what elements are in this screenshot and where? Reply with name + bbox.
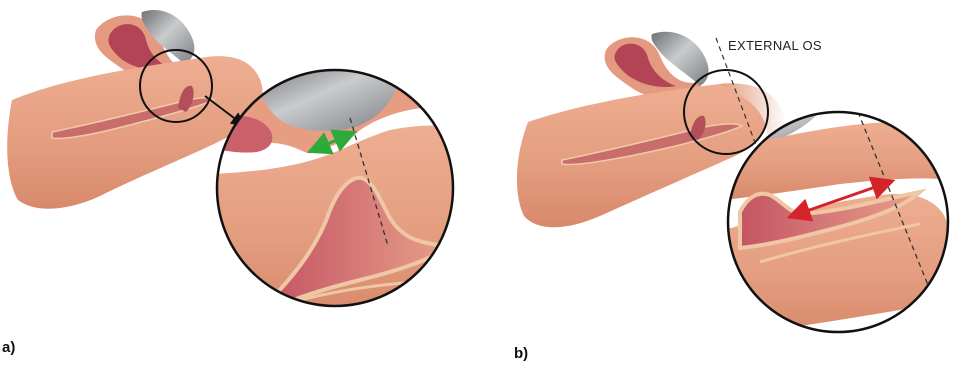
external-os-label: EXTERNAL OS bbox=[728, 38, 822, 53]
panel-a: a) bbox=[2, 10, 470, 356]
panel-b: EXTERNAL OS b) bbox=[514, 32, 956, 362]
panel-label-a: a) bbox=[2, 339, 15, 356]
magnified-view-b bbox=[720, 110, 956, 340]
panel-label-b: b) bbox=[514, 345, 528, 362]
